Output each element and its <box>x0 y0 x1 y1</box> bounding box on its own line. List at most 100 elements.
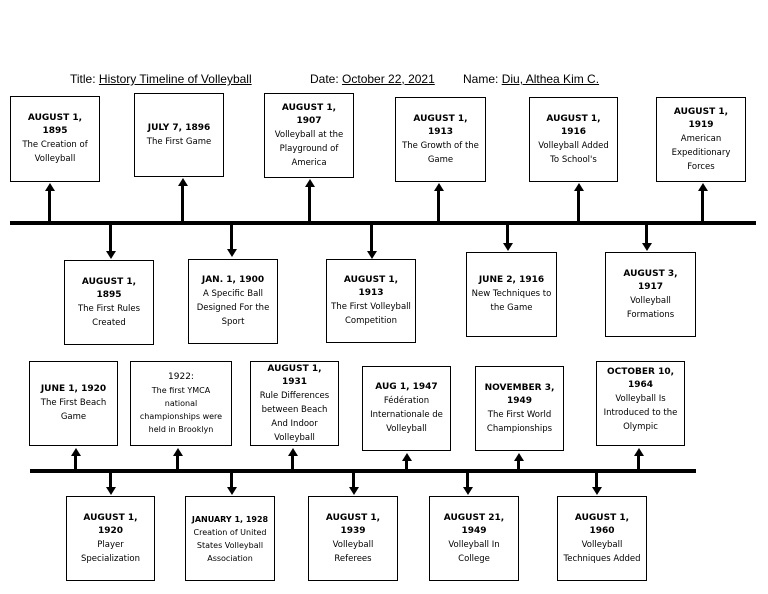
arrow-up-icon <box>697 183 708 191</box>
event-box: AUGUST 1, 1913 The Growth of the Game <box>395 97 486 182</box>
arrow-down-icon <box>591 487 602 495</box>
event-description: Volleyball Referees <box>332 539 374 564</box>
connector-line <box>291 455 294 470</box>
connector-line <box>48 190 51 222</box>
arrow-up-icon <box>304 179 315 187</box>
event-date: AUGUST 1, 1931 <box>267 363 322 387</box>
event-description: Rule Differences between Beach And Indoo… <box>259 390 330 443</box>
timeline-axis-1 <box>10 221 756 225</box>
arrow-down-icon <box>226 487 237 495</box>
event-date: AUGUST 1, 1913 <box>343 275 399 298</box>
connector-line <box>230 224 233 250</box>
event-description: Volleyball Is Introduced to the Olympic <box>603 394 678 432</box>
event-box: AUGUST 1, 1939 Volleyball Referees <box>308 496 398 581</box>
arrow-down-icon <box>226 249 237 257</box>
event-date: JAN. 1, 1900 <box>201 275 265 285</box>
event-description: Volleyball Added To School's <box>538 140 609 165</box>
event-box: AUGUST 1, 1931 Rule Differences between … <box>250 361 339 446</box>
event-date: NOVEMBER 3, 1949 <box>484 382 555 406</box>
title-label: Title: <box>70 72 96 86</box>
event-box: JUNE 1, 1920 The First Beach Game <box>29 361 118 446</box>
arrow-down-icon <box>105 251 116 259</box>
event-box: JANUARY 1, 1928 Creation of United State… <box>185 496 275 581</box>
arrow-up-icon <box>573 183 584 191</box>
event-date: AUGUST 1, 1907 <box>281 102 337 126</box>
event-box: AUGUST 1, 1913 The First Volleyball Comp… <box>326 259 416 343</box>
event-description: The First Rules Created <box>77 303 141 328</box>
connector-line <box>109 472 112 488</box>
event-description: Fédération Internationale de Volleyball <box>370 396 443 434</box>
arrow-down-icon <box>641 243 652 251</box>
event-box: AUGUST 3, 1917 Volleyball Formations <box>605 252 696 337</box>
event-date: AUGUST 21, 1949 <box>443 512 505 536</box>
event-box: AUGUST 21, 1949 Volleyball In College <box>429 496 519 581</box>
event-box: 1922: The first YMCA national championsh… <box>130 361 232 446</box>
event-date: AUGUST 1, 1960 <box>574 512 630 536</box>
event-date: AUGUST 1, 1913 <box>413 113 468 137</box>
title-value: History Timeline of Volleyball <box>98 72 252 86</box>
arrow-down-icon <box>348 487 359 495</box>
connector-line <box>370 224 373 252</box>
arrow-down-icon <box>502 243 513 251</box>
name-value: Diu, Althea Kim C. <box>501 72 600 86</box>
event-box: AUGUST 1, 1920 Player Specialization <box>66 496 155 581</box>
timeline-axis-2 <box>30 469 696 473</box>
event-box: AUG 1, 1947 Fédération Internationale de… <box>362 366 451 451</box>
event-description: Volleyball Formations <box>626 295 675 320</box>
event-description: Player Specialization <box>81 539 140 564</box>
event-date: AUGUST 1, 1916 <box>546 113 601 137</box>
date-label: Date: <box>310 72 339 86</box>
arrow-up-icon <box>70 448 81 456</box>
event-date: JULY 7, 1896 <box>147 122 211 133</box>
header-name: Name: Diu, Althea Kim C. <box>463 72 599 86</box>
connector-line <box>74 455 77 470</box>
arrow-up-icon <box>433 183 444 191</box>
header-title: Title: History Timeline of Volleyball <box>70 72 252 86</box>
event-description: New Techniques to the Game <box>471 289 552 313</box>
connector-line <box>637 455 640 470</box>
event-date: AUGUST 1, 1895 <box>81 276 137 300</box>
arrow-up-icon <box>633 448 644 456</box>
event-description: The First Game <box>146 136 212 147</box>
event-box: AUGUST 1, 1895 The First Rules Created <box>64 260 154 345</box>
arrow-up-icon <box>44 183 55 191</box>
event-description: American Expeditionary Forces <box>671 133 731 172</box>
event-description: The First World Championships <box>486 409 553 434</box>
event-description: Creation of United States Volleyball Ass… <box>193 527 267 563</box>
event-box: JULY 7, 1896 The First Game <box>134 93 224 177</box>
event-box: AUGUST 1, 1916 Volleyball Added To Schoo… <box>529 97 618 182</box>
arrow-up-icon <box>401 453 412 461</box>
event-date: OCTOBER 10, 1964 <box>606 367 675 390</box>
connector-line <box>405 460 408 470</box>
event-date: AUG 1, 1947 <box>375 382 438 392</box>
arrow-up-icon <box>287 448 298 456</box>
event-description: Volleyball Techniques Added <box>563 539 641 564</box>
header-date: Date: October 22, 2021 <box>310 72 435 86</box>
event-description: The first YMCA national championships we… <box>139 386 223 434</box>
event-description: The Growth of the Game <box>402 140 479 165</box>
event-box: AUGUST 1, 1919 American Expeditionary Fo… <box>656 97 746 182</box>
connector-line <box>595 472 598 488</box>
event-description: A Specific Ball Designed For the Sport <box>196 289 270 327</box>
connector-line <box>701 190 704 222</box>
date-value: October 22, 2021 <box>342 72 435 86</box>
connector-line <box>176 455 179 470</box>
connector-line <box>352 472 355 488</box>
event-description: The Creation of Volleyball <box>22 140 88 164</box>
connector-line <box>437 190 440 222</box>
event-date: AUGUST 1, 1939 <box>325 512 381 536</box>
event-box: AUGUST 1, 1895 The Creation of Volleybal… <box>10 96 100 182</box>
event-date: JUNE 1, 1920 <box>40 384 107 394</box>
event-description: Volleyball In College <box>448 539 500 564</box>
arrow-up-icon <box>177 178 188 186</box>
connector-line <box>308 186 311 222</box>
event-description: Volleyball at the Playground of America <box>274 129 344 168</box>
event-date: JANUARY 1, 1928 <box>191 514 269 524</box>
event-box: NOVEMBER 3, 1949 The First World Champio… <box>475 366 564 451</box>
event-date: AUGUST 1, 1895 <box>27 113 83 136</box>
connector-line <box>517 460 520 470</box>
event-date: AUGUST 3, 1917 <box>623 268 678 292</box>
connector-line <box>577 190 580 222</box>
connector-line <box>645 224 648 244</box>
arrow-down-icon <box>462 487 473 495</box>
